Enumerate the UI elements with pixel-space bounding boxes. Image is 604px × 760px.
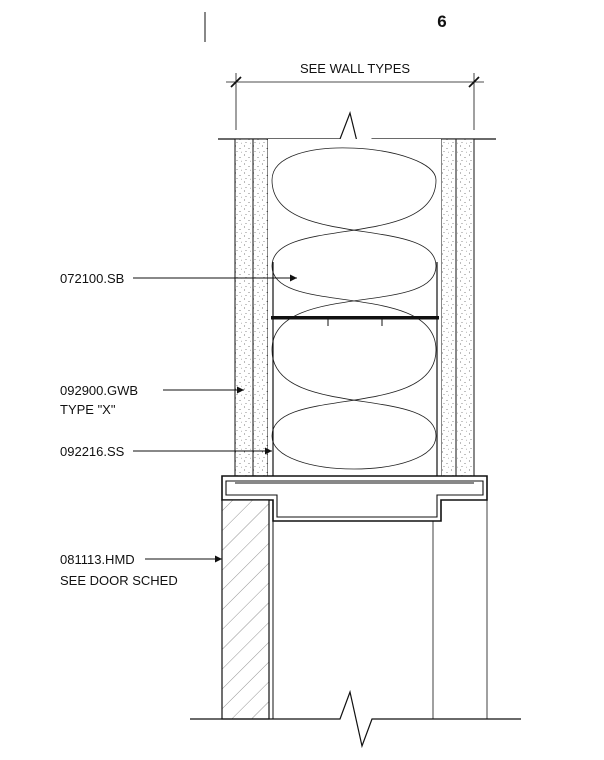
bottom-break-line bbox=[190, 689, 521, 749]
callout-door-frame-note: SEE DOOR SCHED bbox=[60, 573, 178, 588]
wall-width-dimension bbox=[226, 73, 484, 130]
callout-insulation: 072100.SB bbox=[60, 271, 124, 286]
jamb-hatched-section bbox=[221, 499, 270, 720]
hollow-metal-door-frame-head bbox=[221, 475, 488, 522]
callout-gypsum-board-type: TYPE "X" bbox=[60, 402, 116, 417]
detail-number: 6 bbox=[437, 12, 446, 31]
stud-cavity bbox=[268, 139, 441, 483]
batt-insulation bbox=[271, 147, 437, 470]
callout-gypsum-board: 092900.GWB bbox=[60, 383, 138, 398]
right-gypsum-board-layers bbox=[440, 138, 475, 484]
left-gypsum-board-layers bbox=[234, 138, 269, 484]
dimension-label: SEE WALL TYPES bbox=[300, 61, 410, 76]
steel-stud-framing bbox=[271, 262, 439, 483]
callout-steel-studs: 092216.SS bbox=[60, 444, 125, 459]
callout-door-frame: 081113.HMD bbox=[60, 552, 135, 567]
